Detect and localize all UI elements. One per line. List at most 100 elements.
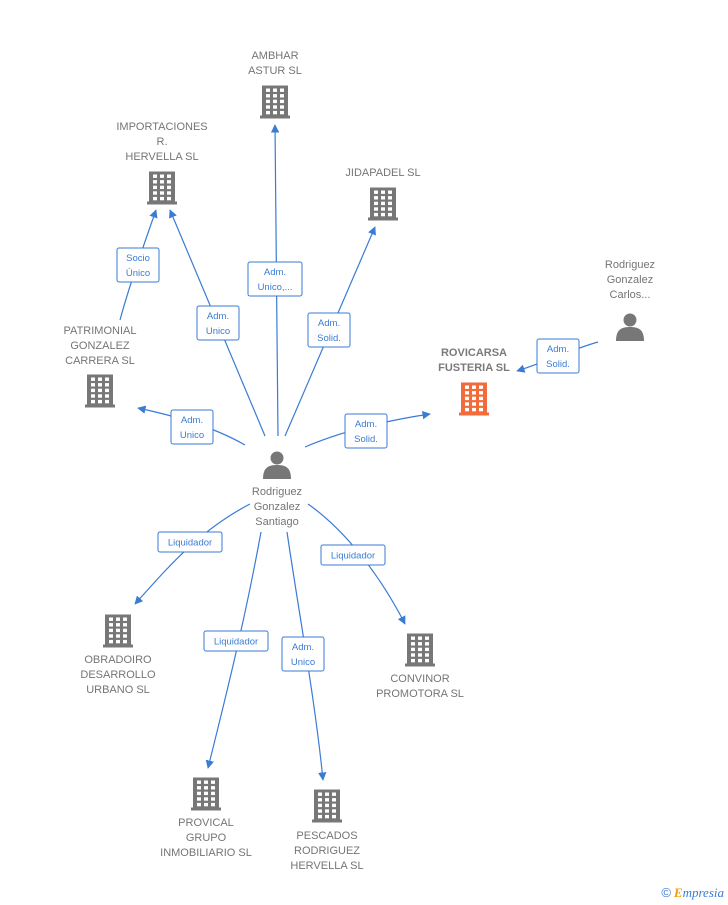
edge-label-santiago-to-jidapadel[interactable]: Adm.Solid. [307,312,351,348]
building-window [479,396,483,401]
building-window [472,402,476,406]
node-ambhar[interactable]: AMBHAR ASTUR SL [248,50,302,119]
node-jidapadel[interactable]: JIDAPADEL SL [345,167,421,221]
building-window [153,174,157,178]
edge-label-text: Adm. [207,311,229,322]
building-window [273,110,277,115]
building-window [123,639,127,644]
building-icon [405,633,435,667]
building-window [109,623,113,627]
building-window [266,105,270,109]
building-window [197,797,201,801]
building-window [332,792,336,796]
edge-label-santiago-to-importaciones[interactable]: Adm.Unico [196,305,240,341]
building-window [98,394,102,398]
building-window [381,201,385,206]
building-window [91,377,95,381]
building-window [280,105,284,109]
building-base [147,201,177,205]
building-window [388,190,392,194]
edge-label-santiago-to-obradoiro[interactable]: Liquidador [157,531,223,553]
edge-label-santiago-to-pescados[interactable]: Adm. Unico [281,636,325,672]
edge-labels-layer: Adm.Unico,...Adm.UnicoAdm.Solid.Adm.Unic… [116,247,580,672]
edge-label-text: Unico [180,430,204,441]
building-window [167,196,171,201]
node-carlos[interactable]: RodriguezGonzalezCarlos... [605,259,655,341]
node-label: HERVELLA SL [290,860,363,872]
edge-label-text: Adm. [292,642,314,653]
edge-label-text: Solid. [317,333,341,344]
node-label: R. [157,136,168,148]
building-window [325,803,329,808]
building-window [204,791,208,796]
edge-label-box [320,544,386,566]
building-window [109,634,113,638]
building-window [91,383,95,387]
node-label: PATRIMONIAL [64,325,137,337]
edge-label-text: Unico [291,657,315,668]
building-window [167,191,171,195]
building-window [381,207,385,211]
building-window [332,809,336,813]
node-label: ASTUR SL [248,65,302,77]
edge-label-santiago-to-patrimonial[interactable]: Adm. Unico [170,409,214,445]
person-body [616,327,644,341]
building-window [332,798,336,802]
building-window [411,647,415,652]
edge-label-santiago-to-provical[interactable]: Liquidador [203,630,269,652]
building-window [411,636,415,640]
building-window [465,407,469,412]
building-window [280,94,284,98]
building-window [332,814,336,819]
building-base [459,412,489,416]
building-window [465,396,469,401]
edge-label-carlos-to-rovicarsa[interactable]: Adm.Solid. [536,338,580,374]
empresia-brand[interactable]: ©Empresia [661,885,724,901]
node-label: FUSTERIA SL [438,362,510,374]
building-window [204,802,208,807]
node-label: Rodriguez [605,259,655,271]
node-label: GRUPO [186,832,227,844]
edge-label-santiago-to-convinor[interactable]: Liquidador [320,544,386,566]
building-window [197,780,201,784]
edge-label-santiago-to-ambhar[interactable]: Adm.Unico,... [247,261,303,297]
building-window [479,391,483,395]
building-window [411,653,415,657]
edge-label-santiago-to-rovicarsa[interactable]: Adm.Solid. [344,413,388,449]
building-window [98,383,102,387]
building-window [160,185,164,190]
edge-label-box [281,636,325,672]
edge-label-box [247,261,303,297]
building-window [273,88,277,92]
node-label: AMBHAR [251,50,298,62]
building-window [418,653,422,657]
building-window [116,634,120,638]
edge-label-text: Liquidador [214,637,258,648]
building-window [160,180,164,184]
building-window [472,385,476,389]
building-window [411,642,415,646]
building-icon [191,777,221,811]
edge-label-box [344,413,388,449]
edge-label-text: Único [126,268,150,279]
edge-label-box [536,338,580,374]
building-window [374,190,378,194]
node-label: PROMOTORA SL [376,688,464,700]
building-window [273,105,277,109]
building-window [374,196,378,200]
node-label: GONZALEZ [70,340,130,352]
building-window [418,658,422,663]
building-window [425,642,429,646]
edge-label-text: Adm. [181,415,203,426]
copyright-symbol: © [661,885,671,900]
building-window [325,798,329,802]
